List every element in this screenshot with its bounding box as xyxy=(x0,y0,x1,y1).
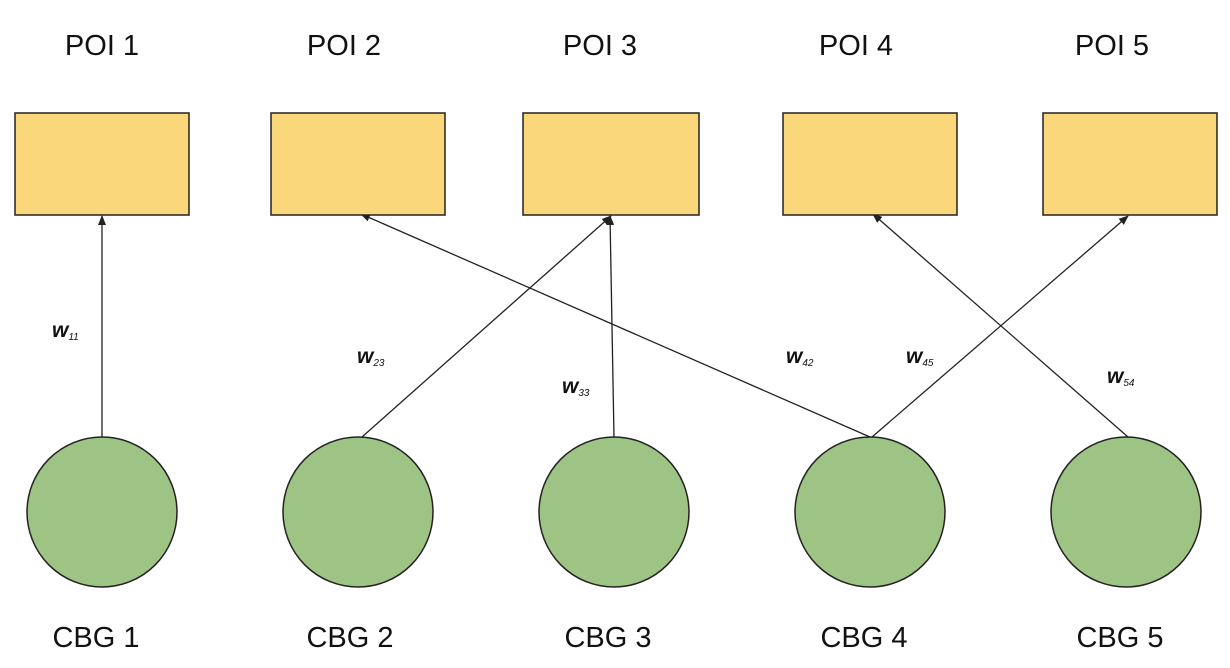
weight-symbol: w xyxy=(1107,365,1125,388)
cbg-label-5: CBG 5 xyxy=(1076,622,1163,654)
poi-box-2 xyxy=(270,112,446,216)
weight-subscript: 42 xyxy=(802,358,814,369)
edge-weight-label-11: w11 xyxy=(52,319,79,343)
poi-box-5 xyxy=(1042,112,1218,216)
edge-arrow-cbg4-poi2 xyxy=(360,213,871,438)
edges-layer xyxy=(98,213,1129,438)
edge-weight-label-33: w33 xyxy=(562,375,590,399)
weight-symbol: w xyxy=(52,319,70,342)
edge-weight-label-45: w45 xyxy=(906,345,934,369)
weight-symbol: w xyxy=(906,345,924,368)
edge-weight-label-42: w42 xyxy=(786,345,814,369)
edge-arrow-cbg2-poi3 xyxy=(361,215,612,438)
cbg-circle-1 xyxy=(26,436,178,588)
weight-subscript: 45 xyxy=(922,358,934,369)
poi-box-1 xyxy=(14,112,190,216)
weight-symbol: w xyxy=(562,375,580,398)
cbg-circle-3 xyxy=(538,436,690,588)
poi-box-4 xyxy=(782,112,958,216)
poi-label-4: POI 4 xyxy=(819,30,893,62)
cbg-circle-5 xyxy=(1050,436,1202,588)
cbg-circle-4 xyxy=(794,436,946,588)
edge-weight-label-23: w23 xyxy=(357,345,385,369)
edge-arrow-cbg5-poi4 xyxy=(872,213,1129,438)
weight-subscript: 23 xyxy=(372,358,385,369)
edge-arrow-cbg4-poi5 xyxy=(871,215,1129,438)
weight-subscript: 33 xyxy=(578,388,590,399)
poi-label-5: POI 5 xyxy=(1075,30,1149,62)
cbg-label-3: CBG 3 xyxy=(564,622,651,654)
weight-symbol: w xyxy=(786,345,804,368)
edge-arrow-cbg3-poi3 xyxy=(606,215,615,438)
cbg-label-4: CBG 4 xyxy=(820,622,907,654)
weight-subscript: 54 xyxy=(1123,378,1135,389)
poi-label-3: POI 3 xyxy=(563,30,637,62)
poi-label-2: POI 2 xyxy=(307,30,381,62)
cbg-layer: CBG 1 CBG 2 CBG 3 CBG 4 CBG 5 xyxy=(26,436,1202,654)
poi-label-1: POI 1 xyxy=(65,30,139,62)
poi-layer: POI 1 POI 2 POI 3 POI 4 POI 5 xyxy=(14,30,1218,216)
cbg-label-2: CBG 2 xyxy=(306,622,393,654)
weight-symbol: w xyxy=(357,345,375,368)
poi-box-3 xyxy=(522,112,700,216)
cbg-label-1: CBG 1 xyxy=(52,622,139,654)
weight-subscript: 11 xyxy=(68,332,78,343)
edge-weight-label-54: w54 xyxy=(1107,365,1135,389)
cbg-circle-2 xyxy=(282,436,434,588)
